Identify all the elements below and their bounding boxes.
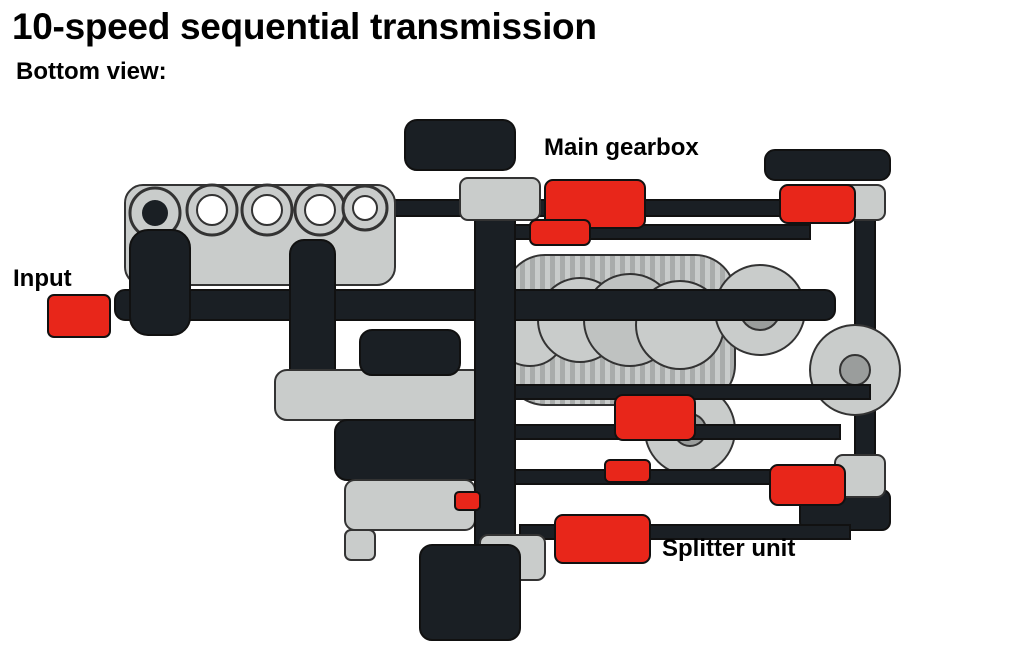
splitter-unit-label: Splitter unit xyxy=(662,535,796,562)
diagram-title: 10-speed sequential transmission xyxy=(12,6,597,47)
diagram-subtitle: Bottom view: xyxy=(16,58,167,85)
lower-left-assembly xyxy=(274,329,496,561)
main-gearbox-label: Main gearbox xyxy=(544,134,699,161)
input-label: Input xyxy=(13,265,72,292)
red-connectors xyxy=(47,179,856,564)
input-housing xyxy=(124,183,396,421)
main-gear-stack xyxy=(493,254,901,476)
